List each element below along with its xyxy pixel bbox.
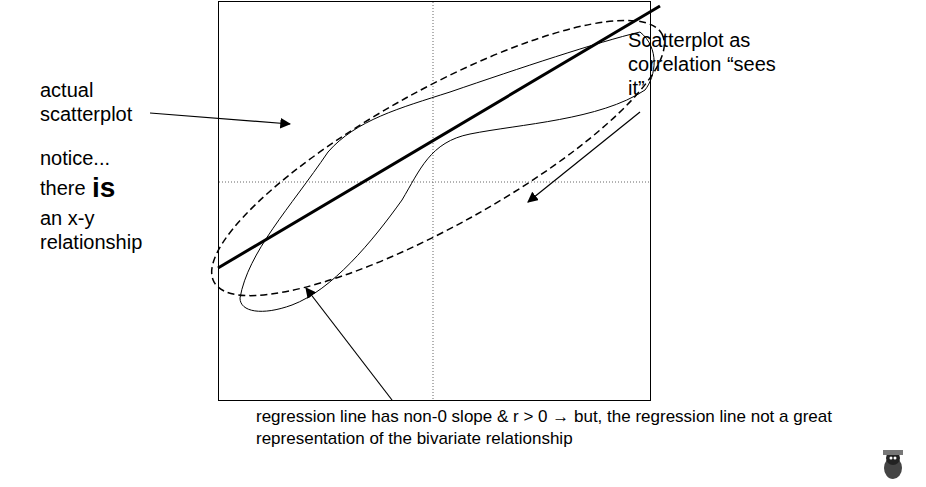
note-text: an x-y relationship bbox=[40, 206, 170, 254]
note-text: notice... bbox=[40, 146, 180, 170]
cartoon-icon bbox=[883, 450, 903, 479]
crosshair-horizontal bbox=[219, 182, 650, 183]
plot-frame bbox=[219, 2, 651, 401]
scatterplot-outline bbox=[240, 32, 654, 311]
callout-label: Scatterplot as correlation “sees it” bbox=[628, 28, 778, 100]
correlation-ellipse bbox=[181, 0, 695, 342]
callout-label: actual scatterplot bbox=[40, 78, 160, 126]
leader-arrow bbox=[306, 288, 392, 400]
caption-note: regression line has non-0 slope & r > 0 … bbox=[256, 406, 846, 450]
leader-arrow bbox=[528, 112, 640, 202]
note-emphasis: is bbox=[92, 171, 132, 205]
leader-arrow bbox=[150, 113, 290, 124]
regression-line bbox=[218, 6, 660, 268]
crosshair-vertical bbox=[433, 2, 434, 400]
